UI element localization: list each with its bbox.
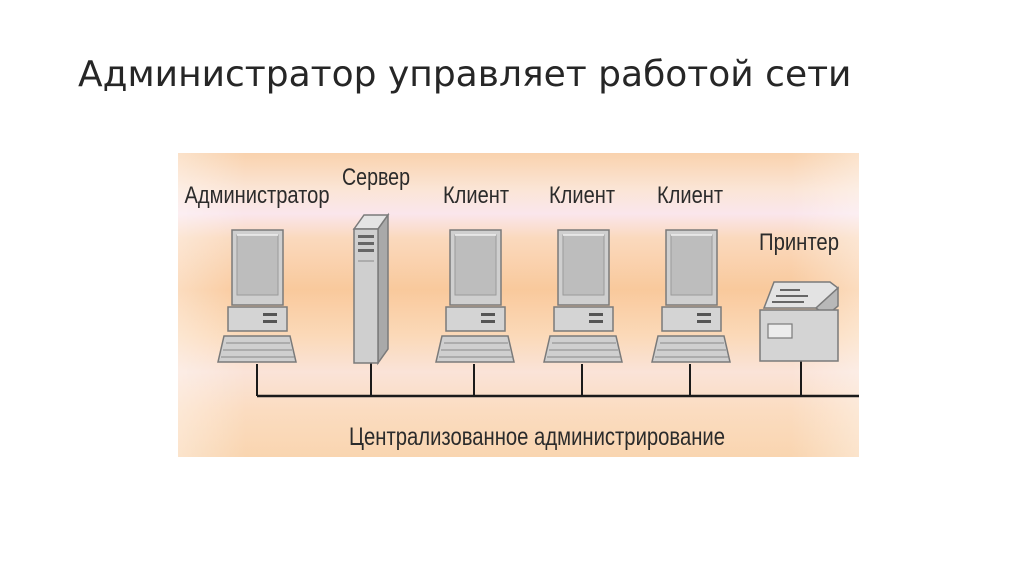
node-label-client-2: Клиент — [549, 182, 615, 209]
node-label-administrator: Администратор — [185, 182, 330, 209]
diagram-caption: Централизованное администрирование — [349, 423, 725, 451]
printer-icon — [759, 281, 840, 362]
node-label-client-1: Клиент — [443, 182, 509, 209]
network-diagram: Администратор Сервер Клиент Клиент Клиен… — [178, 153, 859, 457]
slide-title: Администратор управляет работой сети — [78, 54, 852, 95]
server-tower-icon — [352, 212, 390, 366]
node-connectors — [256, 360, 802, 396]
computer-icon — [217, 229, 297, 363]
node-label-server: Сервер — [342, 164, 410, 191]
computer-icon — [651, 229, 731, 363]
network-diagram-canvas: Администратор Сервер Клиент Клиент Клиен… — [178, 153, 859, 457]
computer-icon — [543, 229, 623, 363]
computer-icon — [435, 229, 515, 363]
node-label-printer: Принтер — [759, 229, 839, 256]
node-label-client-3: Клиент — [657, 182, 723, 209]
